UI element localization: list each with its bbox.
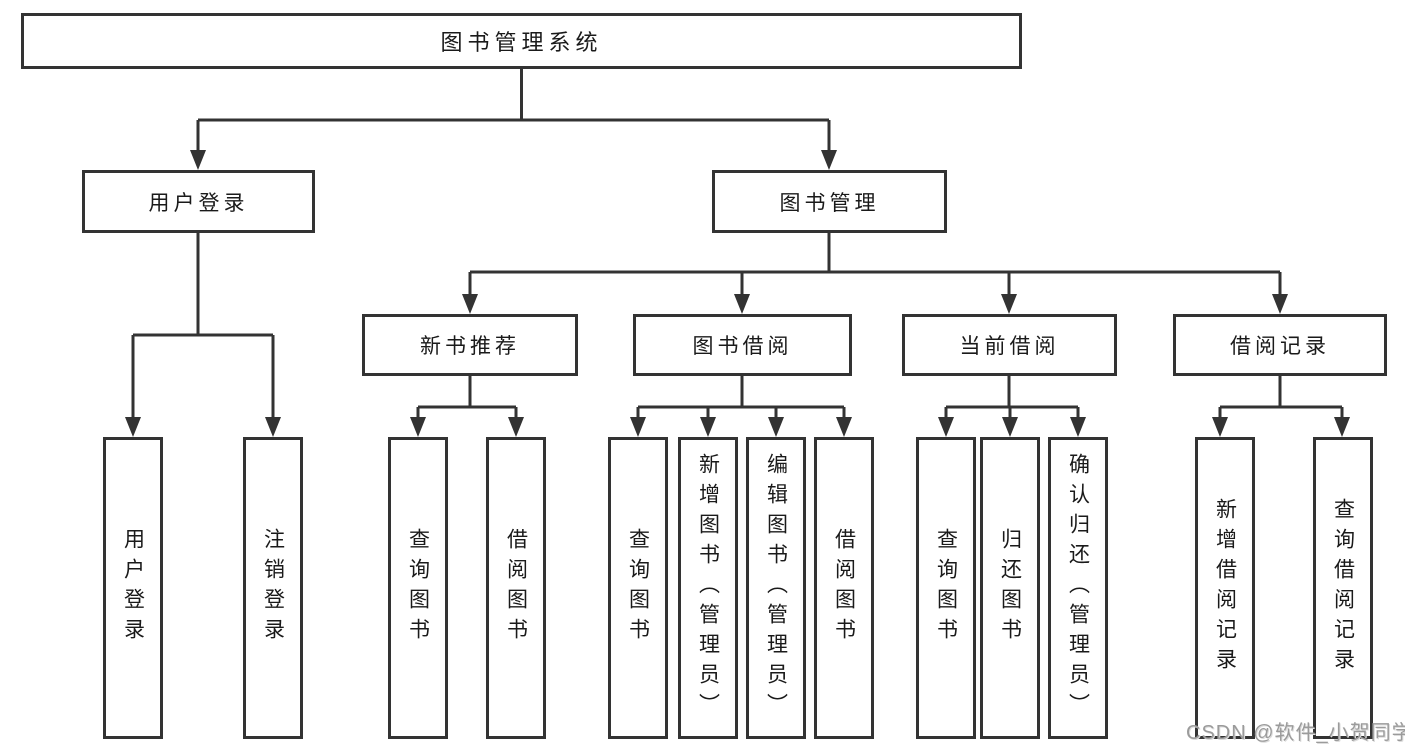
leaf-borrow-query-books: 查询图书 <box>608 437 668 739</box>
leaf-label: 查询图书 <box>626 528 650 648</box>
leaf-label: 确认归还（管理员） <box>1066 453 1090 723</box>
leaf-current-confirm-return-admin: 确认归还（管理员） <box>1048 437 1108 739</box>
connector-book-borrow-to-leaves <box>636 376 846 419</box>
node-user-login: 用户登录 <box>82 170 315 233</box>
leaf-borrow-edit-books-admin: 编辑图书（管理员） <box>746 437 806 739</box>
connector-user-login-to-leaves <box>131 233 275 419</box>
leaf-record-query-borrow-record: 查询借阅记录 <box>1313 437 1373 739</box>
arrowheads-level2 <box>190 150 837 170</box>
arrowheads-level3 <box>462 294 1288 314</box>
leaf-label: 借阅图书 <box>504 528 528 648</box>
leaf-record-add-borrow-record: 新增借阅记录 <box>1195 437 1255 739</box>
leaf-current-return-books: 归还图书 <box>980 437 1040 739</box>
arrowheads-book-borrow-leaves <box>630 417 852 437</box>
leaf-label: 查询图书 <box>406 528 430 648</box>
leaf-label: 新增图书（管理员） <box>696 453 720 723</box>
connector-root-to-level2 <box>196 68 831 152</box>
leaf-newbook-query-books: 查询图书 <box>388 437 448 739</box>
leaf-label: 新增借阅记录 <box>1213 498 1237 678</box>
leaf-user-login: 用户登录 <box>103 437 163 739</box>
leaf-borrow-borrow-books: 借阅图书 <box>814 437 874 739</box>
arrowheads-borrow-record-leaves <box>1212 417 1350 437</box>
node-book-management: 图书管理 <box>712 170 947 233</box>
leaf-label: 查询借阅记录 <box>1331 498 1355 678</box>
leaf-label: 归还图书 <box>998 528 1022 648</box>
arrowheads-new-book-leaves <box>410 417 524 437</box>
leaf-label: 编辑图书（管理员） <box>764 453 788 723</box>
arrowheads-current-borrow-leaves <box>938 417 1086 437</box>
csdn-watermark: CSDN @软件_小贺同学 <box>1186 722 1405 744</box>
arrowheads-user-login-leaves <box>125 417 281 437</box>
connector-current-borrow-to-leaves <box>944 376 1080 419</box>
node-root-system: 图书管理系统 <box>21 13 1022 69</box>
connector-borrow-record-to-leaves <box>1218 376 1344 419</box>
leaf-label: 用户登录 <box>121 528 145 648</box>
connector-book-management-to-level3 <box>468 233 1282 296</box>
leaf-label: 查询图书 <box>934 528 958 648</box>
leaf-borrow-add-books-admin: 新增图书（管理员） <box>678 437 738 739</box>
node-current-borrow: 当前借阅 <box>902 314 1117 376</box>
leaf-current-query-books: 查询图书 <box>916 437 976 739</box>
node-new-book-recommend: 新书推荐 <box>362 314 578 376</box>
leaf-logout: 注销登录 <box>243 437 303 739</box>
leaf-label: 借阅图书 <box>832 528 856 648</box>
leaf-label: 注销登录 <box>261 528 285 648</box>
node-borrow-record: 借阅记录 <box>1173 314 1387 376</box>
leaf-newbook-borrow-books: 借阅图书 <box>486 437 546 739</box>
node-book-borrow: 图书借阅 <box>633 314 852 376</box>
connector-new-book-to-leaves <box>416 376 518 419</box>
